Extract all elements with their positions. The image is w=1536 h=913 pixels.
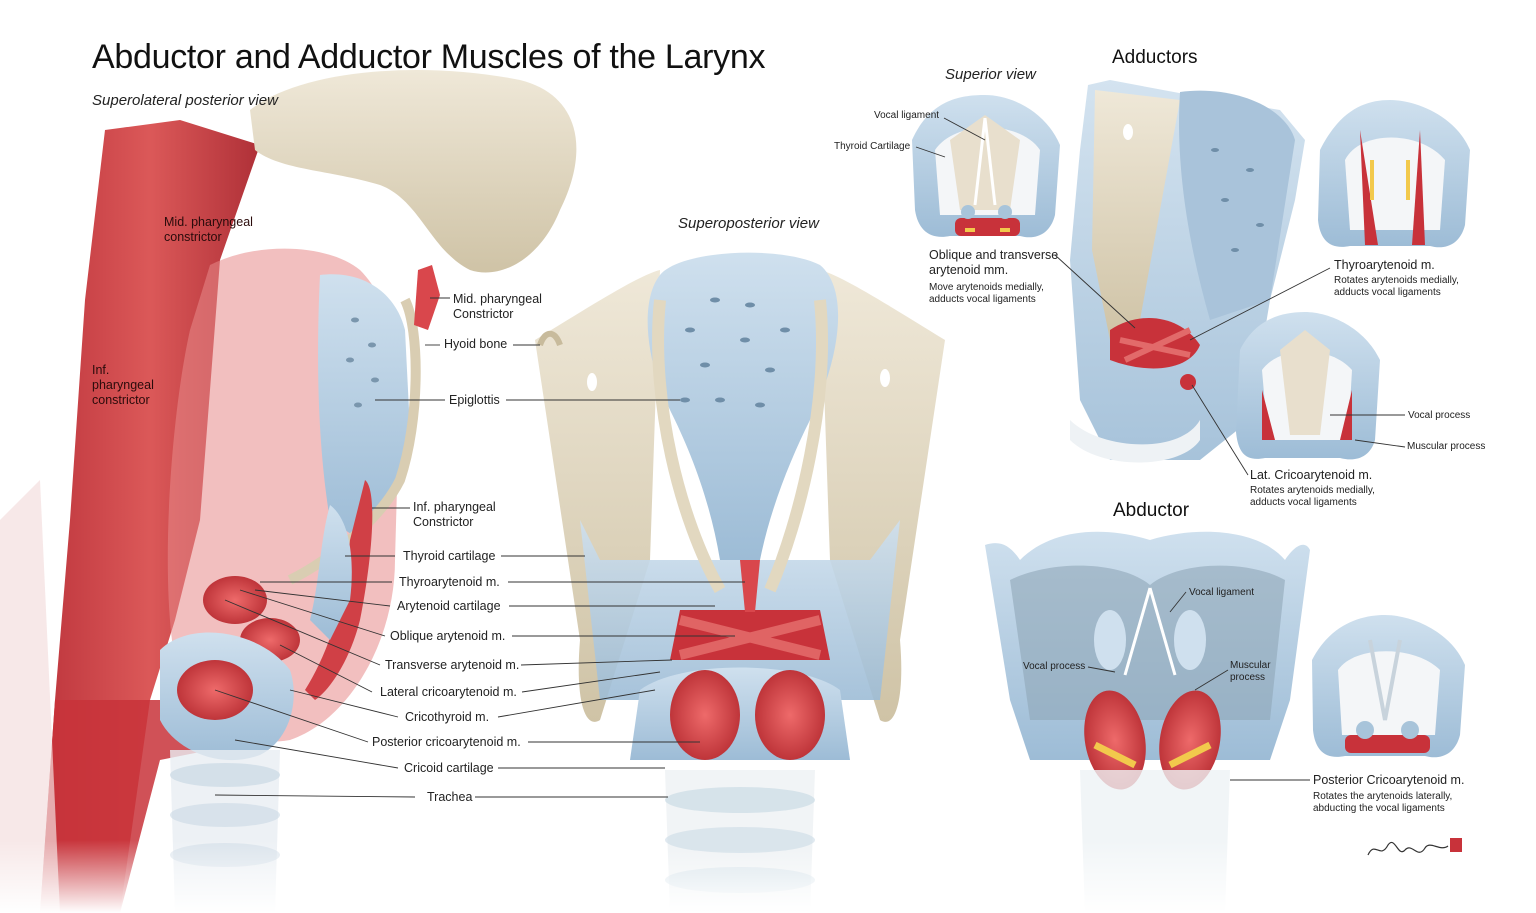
thyroarytenoid-diagram bbox=[1318, 100, 1470, 248]
lateral-cricoarytenoid-label: Lateral cricoarytenoid m. bbox=[380, 685, 517, 699]
hyoid-bone-label: Hyoid bone bbox=[444, 337, 508, 351]
arytenoid-cartilage-label: Arytenoid cartilage bbox=[397, 599, 501, 613]
mid-pharyngeal-label: Mid. pharyngeal constrictor bbox=[164, 215, 253, 244]
oblique-transverse-desc: Move arytenoids medially, adducts vocal … bbox=[929, 282, 1044, 305]
leader-lines bbox=[214, 117, 1406, 798]
oblique-transverse-title: Oblique and transverse arytenoid mm. bbox=[929, 248, 1059, 277]
abductor-vocal-ligament-label: Vocal ligament bbox=[1189, 587, 1255, 598]
posterior-view-art bbox=[535, 252, 945, 913]
thyroid-cartilage-label: Thyroid cartilage bbox=[403, 549, 496, 563]
post-cricoarytenoid-title: Posterior Cricoarytenoid m. bbox=[1313, 773, 1465, 787]
abductor-muscular-process-label: Muscular process bbox=[1230, 660, 1271, 683]
superoposterior-view-label: Superoposterior view bbox=[678, 215, 819, 232]
adductors-heading: Adductors bbox=[1112, 47, 1198, 68]
adductors-art bbox=[1070, 80, 1305, 463]
inf-pharyngeal-label: Inf. pharyngeal constrictor bbox=[92, 363, 154, 407]
inf-pharyngeal-constrictor-label: Inf. pharyngeal Constrictor bbox=[413, 500, 496, 529]
adductor-vocal-process-label: Vocal process bbox=[1408, 410, 1471, 421]
post-cricoarytenoid-desc: Rotates the arytenoids laterally, abduct… bbox=[1313, 791, 1453, 814]
transverse-arytenoid-label: Transverse arytenoid m. bbox=[385, 658, 520, 672]
page-title: Abductor and Adductor Muscles of the Lar… bbox=[92, 38, 766, 76]
thyroarytenoid-label: Thyroarytenoid m. bbox=[399, 575, 500, 589]
superior-thyroid-cartilage-label: Thyroid Cartilage bbox=[834, 141, 911, 152]
post-cricoarytenoid-diagram bbox=[1312, 615, 1465, 758]
adductor-muscular-process-label: Muscular process bbox=[1407, 441, 1486, 452]
superolateral-view-label: Superolateral posterior view bbox=[92, 92, 278, 109]
abductor-heading: Abductor bbox=[1113, 500, 1190, 521]
artist-signature bbox=[1367, 838, 1462, 856]
cricoid-cartilage-label: Cricoid cartilage bbox=[404, 761, 494, 775]
superior-view-label: Superior view bbox=[945, 66, 1036, 83]
lat-cricoarytenoid-diagram bbox=[1236, 312, 1380, 460]
posterior-cricoarytenoid-label: Posterior cricoarytenoid m. bbox=[372, 735, 521, 749]
lat-cricoarytenoid-title: Lat. Cricoarytenoid m. bbox=[1250, 468, 1373, 482]
cricothyroid-label: Cricothyroid m. bbox=[405, 710, 490, 724]
lateral-view-art bbox=[0, 70, 577, 913]
oblique-arytenoid-label: Oblique arytenoid m. bbox=[390, 629, 506, 643]
superior-vocal-ligament-label: Vocal ligament bbox=[874, 110, 940, 121]
abductor-vocal-process-label: Vocal process bbox=[1023, 661, 1086, 672]
lat-cricoarytenoid-desc: Rotates arytenoids medially, adducts voc… bbox=[1250, 485, 1375, 508]
abductor-art bbox=[985, 531, 1310, 913]
superior-view-art bbox=[912, 95, 1060, 238]
thyroarytenoid-title: Thyroarytenoid m. bbox=[1334, 258, 1435, 272]
mid-pharyngeal-constrictor-label: Mid. pharyngeal Constrictor bbox=[453, 292, 542, 321]
epiglottis-label: Epiglottis bbox=[449, 393, 500, 407]
trachea-label: Trachea bbox=[427, 790, 473, 804]
thyroarytenoid-desc: Rotates arytenoids medially, adducts voc… bbox=[1334, 275, 1459, 298]
